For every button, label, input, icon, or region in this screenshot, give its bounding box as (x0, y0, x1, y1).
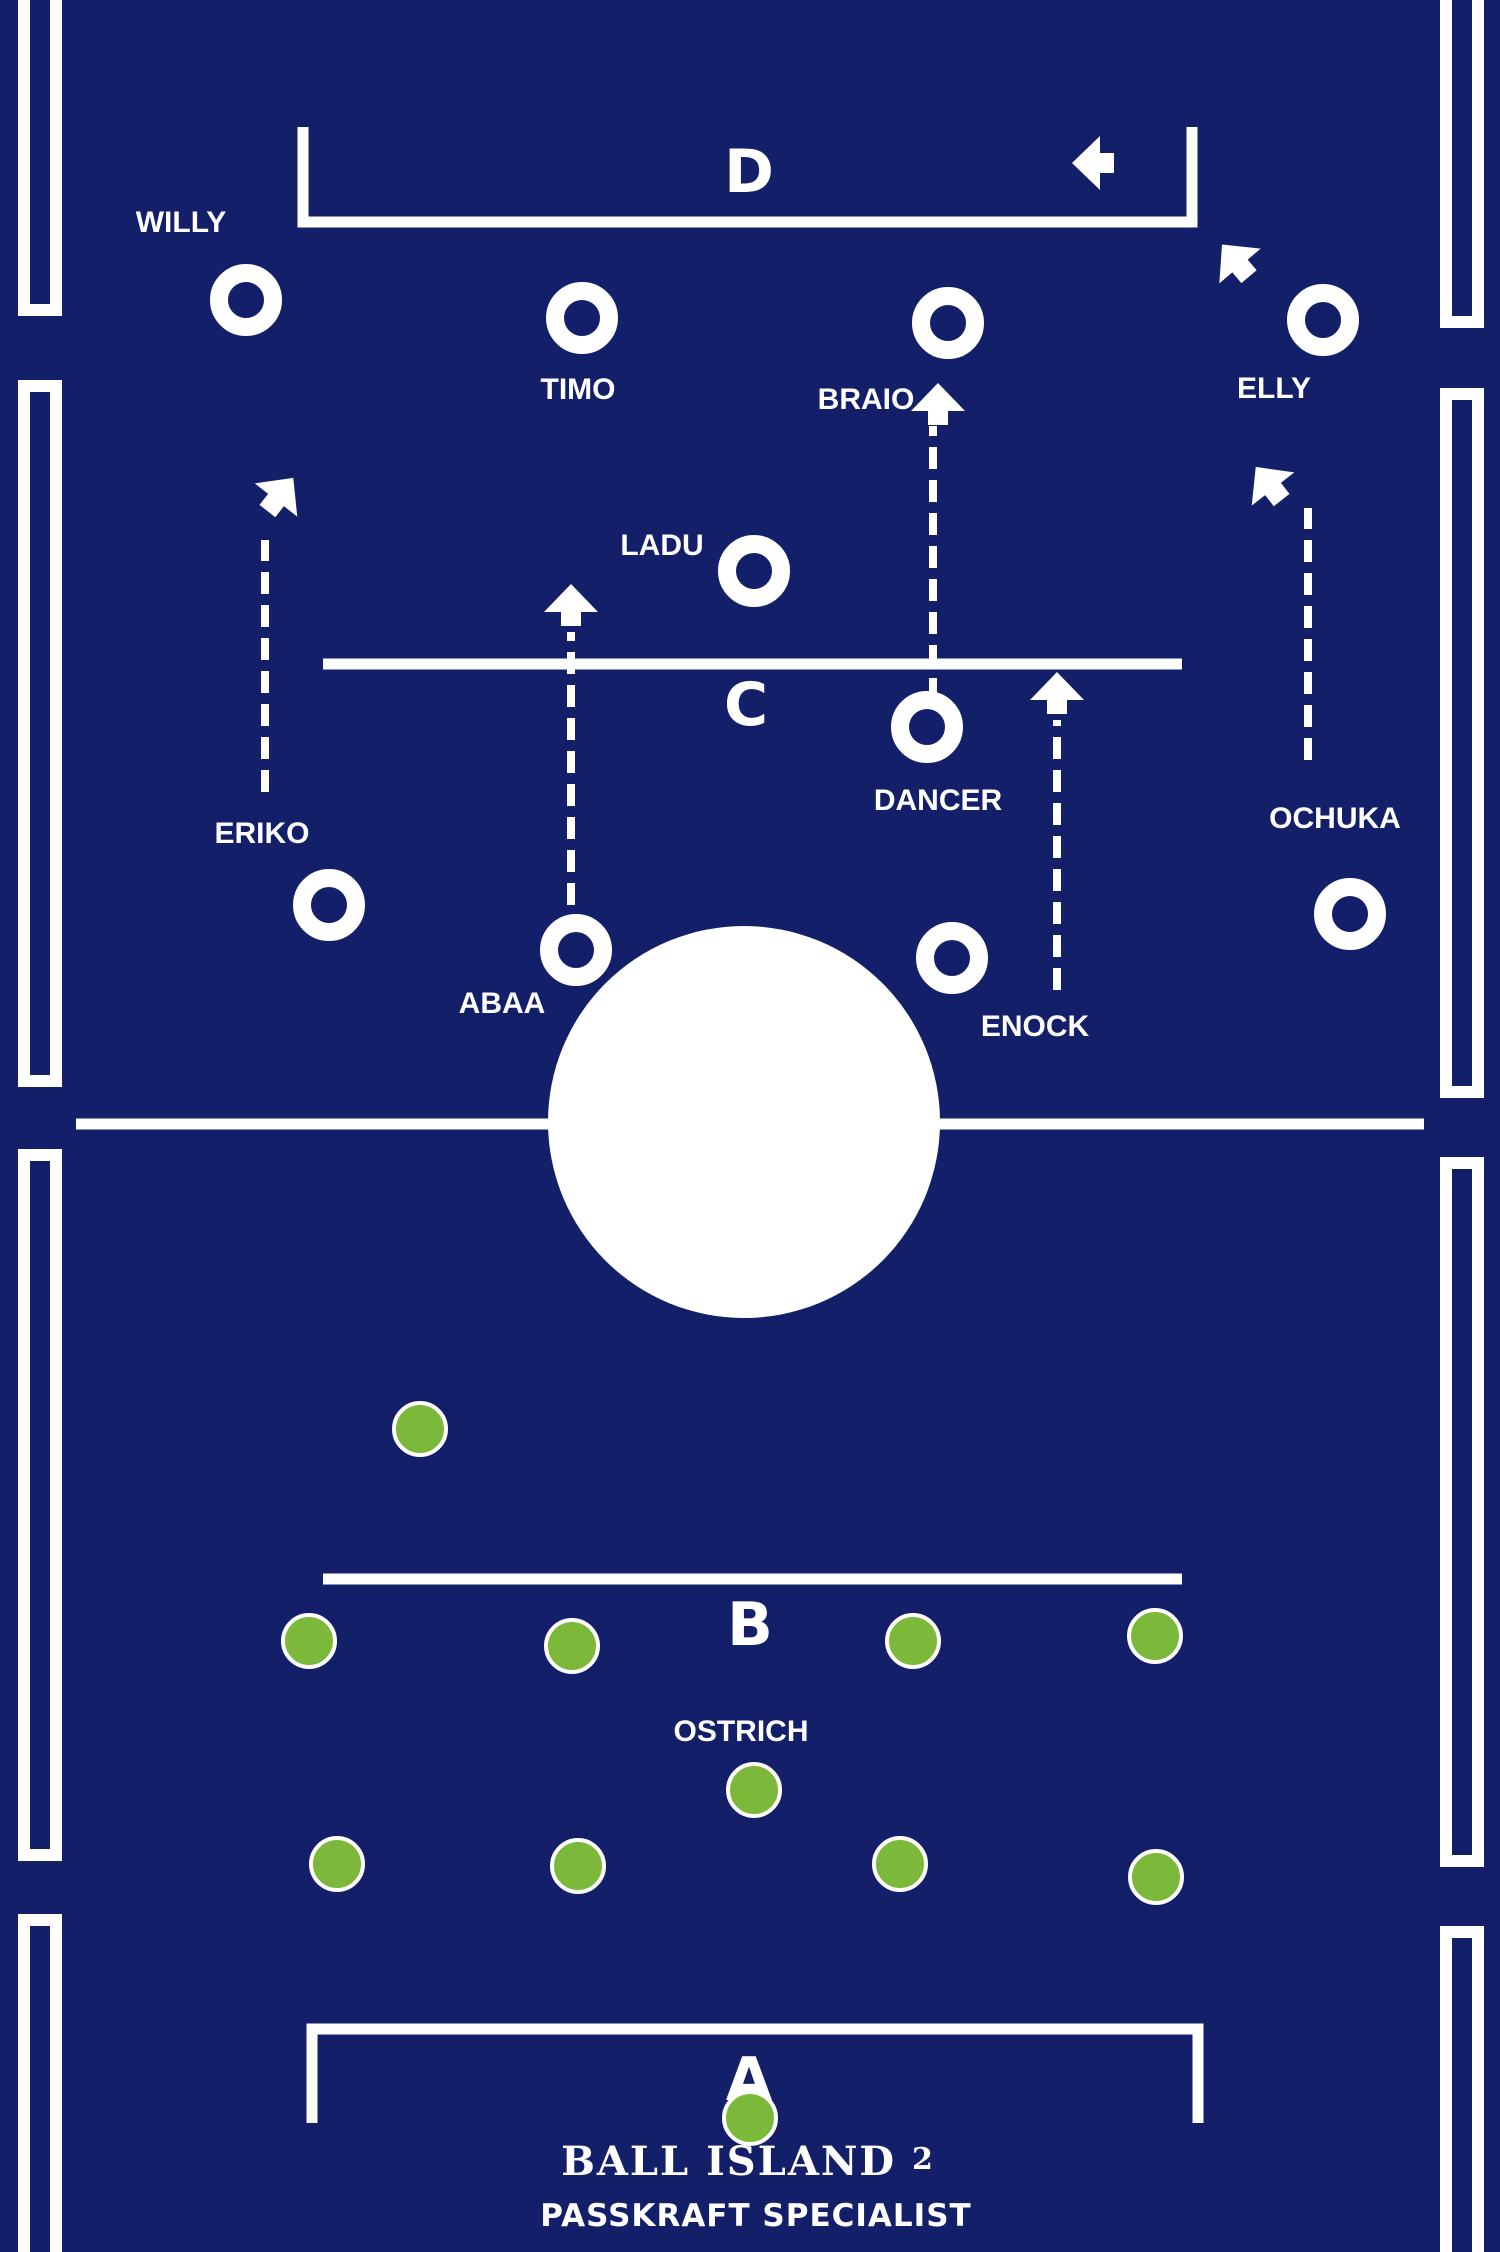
filled-dot-icon (281, 1613, 337, 1669)
player-name-ochuka: OCHUKA (1269, 802, 1401, 835)
filled-dot-icon (544, 1618, 600, 1674)
arrowhead-icon (1219, 244, 1261, 284)
left-board-3 (18, 1149, 62, 1861)
player-name-willy: WILLY (136, 206, 227, 239)
filled-dot-icon (392, 1401, 448, 1457)
brand-title-number: 2 (912, 2142, 935, 2177)
player-marker-eriko (293, 869, 365, 941)
zone-c-label: C (724, 670, 768, 740)
filled-dot-icon (1127, 1608, 1183, 1664)
side-boards (18, 0, 1484, 2252)
right-board-2 (1440, 388, 1484, 1098)
zone-a-bracket (306, 2023, 1204, 2123)
player-name-abaa: ABAA (459, 987, 546, 1020)
zone-d-label: D (724, 137, 774, 207)
center-circle (548, 926, 940, 1318)
zone-d-bracket (297, 127, 1198, 228)
arrowhead-icon (1030, 672, 1084, 714)
player-marker-ochuka (1314, 878, 1386, 950)
arrowhead-icon (544, 584, 598, 626)
filled-dot-icon (550, 1838, 606, 1894)
player-marker-ostrich (726, 1762, 782, 1818)
player-name-dancer: DANCER (874, 784, 1003, 817)
left-board-4 (18, 1914, 62, 2252)
player-marker-elly (1287, 284, 1359, 356)
arrowhead-icon (254, 477, 298, 518)
brand-title: BALL ISLAND 2 (561, 2138, 935, 2185)
left-board-1 (18, 0, 62, 316)
player-name-timo: TIMO (541, 373, 616, 406)
player-name-elly: ELLY (1237, 372, 1311, 405)
arrowhead-icon (1072, 136, 1114, 190)
player-name-ladu: LADU (620, 529, 703, 562)
player-name-ostrich: OSTRICH (674, 1715, 809, 1748)
arrowhead-icon (1251, 466, 1295, 507)
player-name-enock: ENOCK (981, 1010, 1090, 1043)
player-marker-dancer (891, 691, 963, 763)
player-name-eriko: ERIKO (214, 817, 309, 850)
filled-dot-icon (872, 1836, 928, 1892)
white-team (210, 264, 1386, 994)
brand-title-text: BALL ISLAND (561, 2138, 896, 2185)
left-board-2 (18, 380, 62, 1087)
player-marker-abaa (540, 914, 612, 986)
green-team (281, 1401, 1184, 2146)
player-marker-willy (210, 264, 282, 336)
player-marker-braio (912, 287, 984, 359)
player-marker-enock (916, 922, 988, 994)
filled-dot-icon (309, 1836, 365, 1892)
right-board-1 (1440, 0, 1484, 328)
filled-dot-icon (885, 1613, 941, 1669)
right-board-4 (1440, 1926, 1484, 2252)
player-marker-timo (546, 282, 618, 354)
goalkeeper-marker (722, 2090, 778, 2146)
right-board-3 (1440, 1157, 1484, 1867)
player-marker-ladu (718, 535, 790, 607)
arrowheads (254, 136, 1295, 714)
run-lines (261, 426, 1312, 990)
zone-b-label: B (727, 1590, 773, 1660)
filled-dot-icon (1128, 1849, 1184, 1905)
brand-subtitle: PASSKRAFT SPECIALIST (540, 2198, 971, 2234)
player-name-braio: BRAIO (818, 383, 915, 416)
arrowhead-icon (911, 383, 965, 425)
